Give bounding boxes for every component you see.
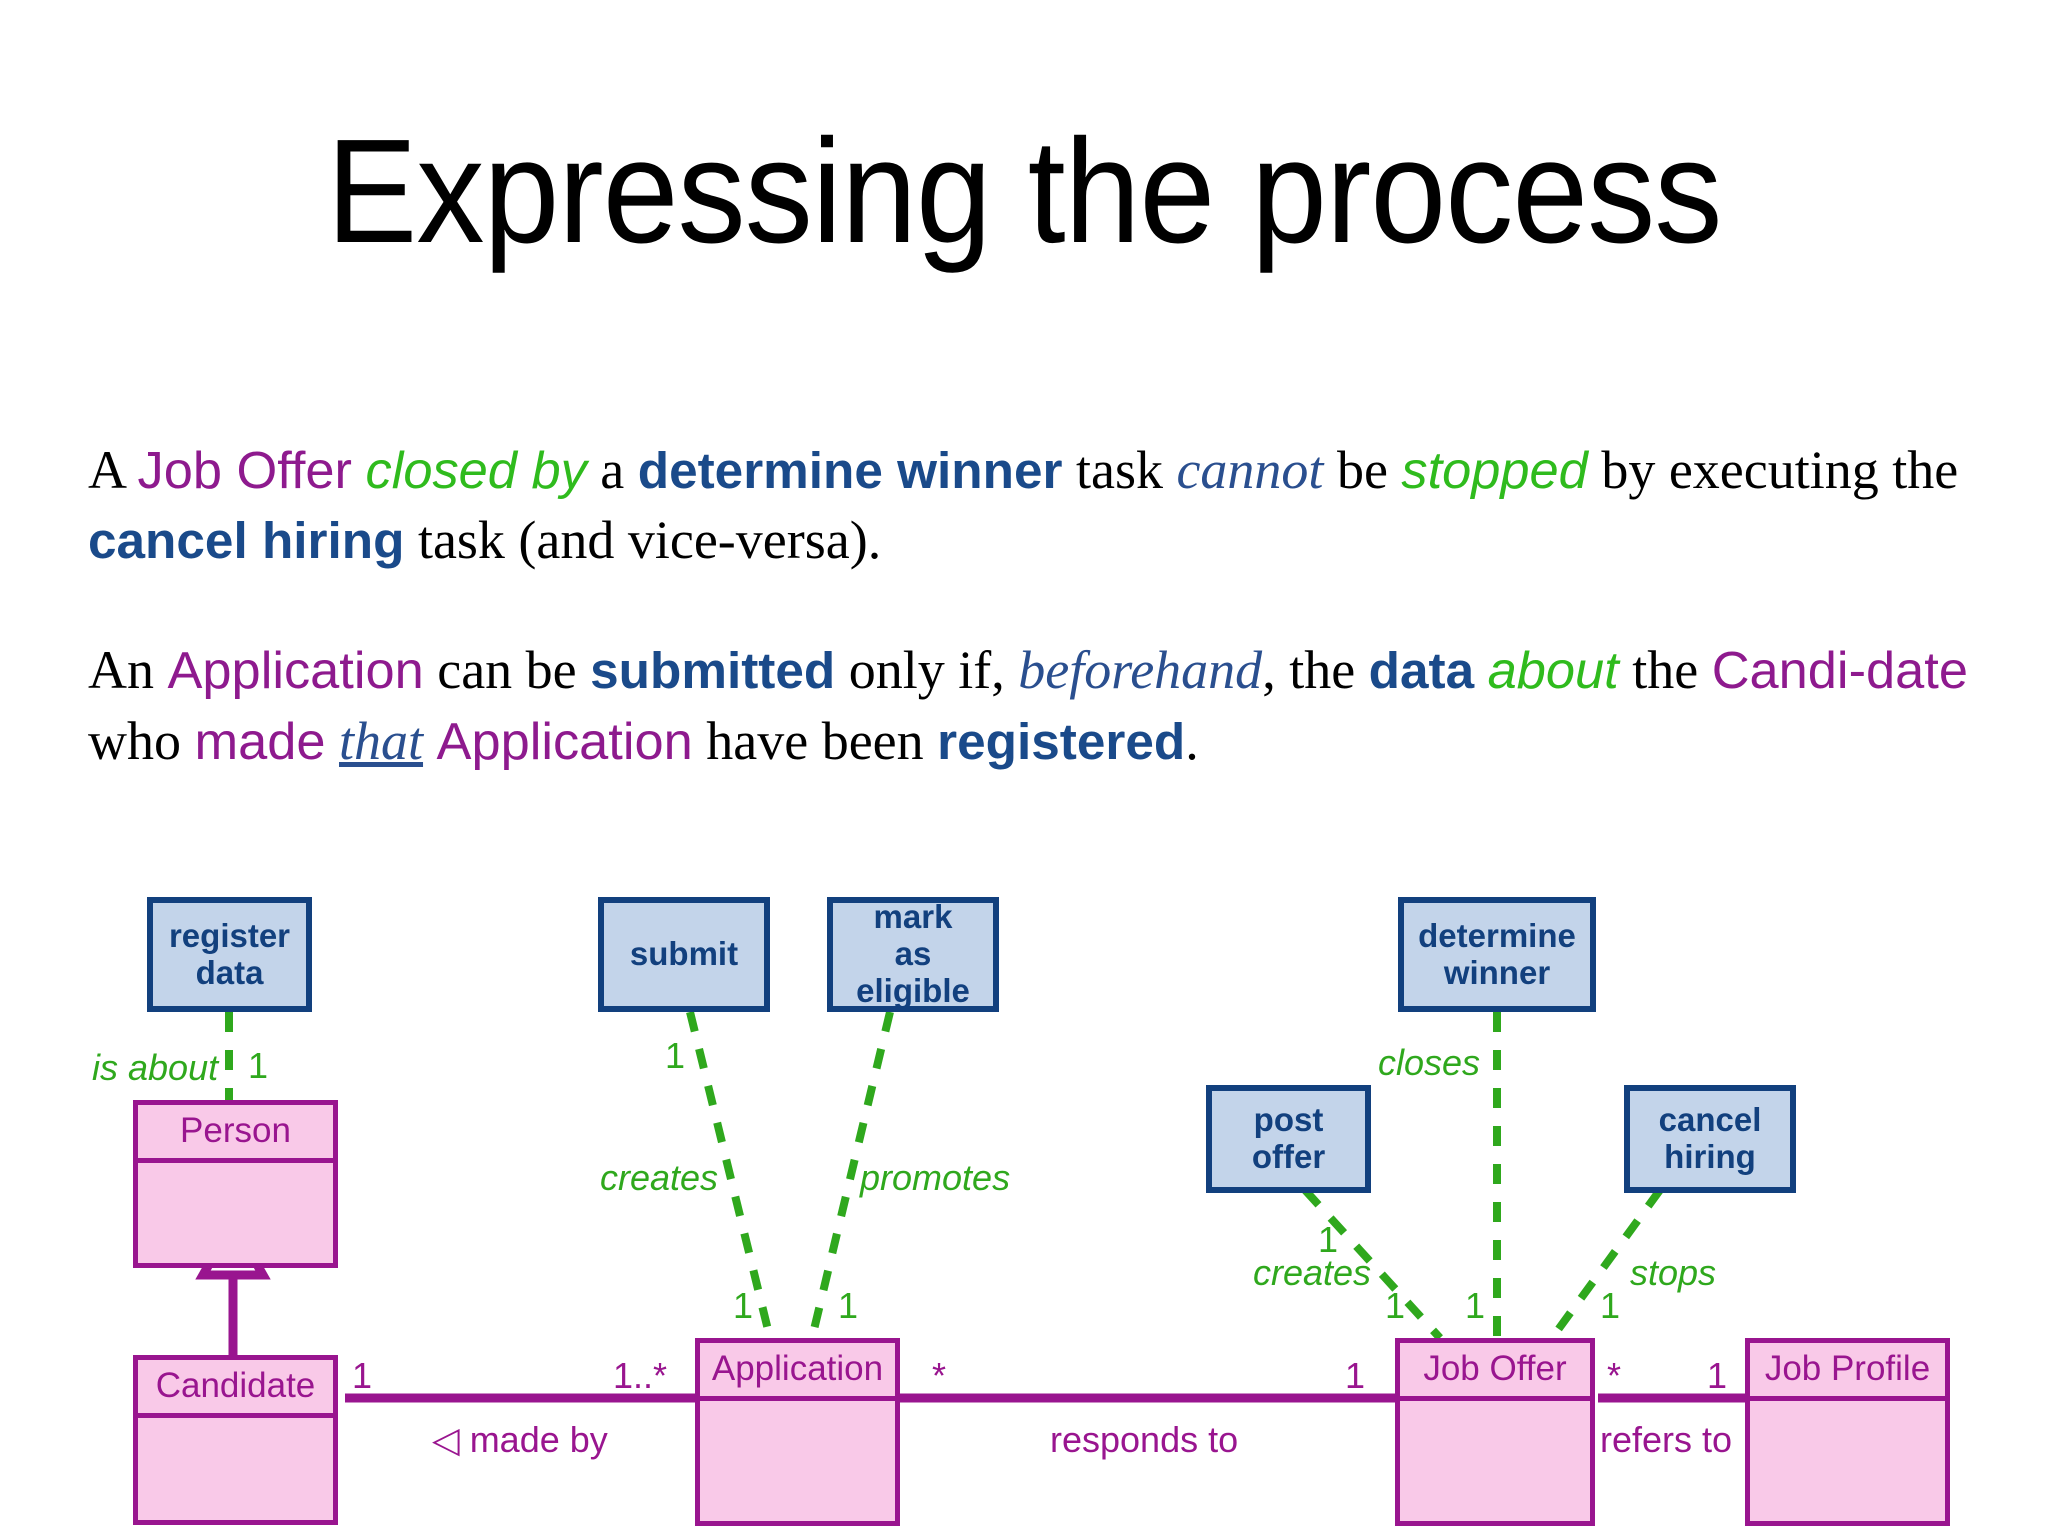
multiplicity-application-made-by: 1..* bbox=[613, 1355, 668, 1396]
dependency-label-is-about: is about bbox=[92, 1047, 219, 1088]
paragraph-1: A Job Offer closed by a determine winner… bbox=[88, 435, 1988, 575]
text-run-application: Application bbox=[167, 642, 424, 701]
class-box-person[interactable]: Person bbox=[133, 1100, 338, 1268]
text-run-registered: registered bbox=[937, 712, 1186, 770]
text-run-submitted: submitted bbox=[590, 642, 836, 700]
class-name-label: Candidate bbox=[138, 1360, 333, 1418]
multiplicity-joboffer-refers-to: * bbox=[1607, 1355, 1622, 1396]
dependency-creates-1 bbox=[686, 1011, 774, 1339]
text-run: only if, bbox=[835, 640, 1019, 701]
multiplicity-candidate-made-by: 1 bbox=[352, 1355, 373, 1396]
text-run: An bbox=[88, 640, 168, 701]
multiplicity-postoffer-bottom: 1 bbox=[1385, 1285, 1406, 1326]
class-attributes-compartment bbox=[1750, 1401, 1945, 1521]
dependency-label-closes: closes bbox=[1378, 1042, 1481, 1083]
page-title: Expressing the process bbox=[326, 109, 1722, 274]
text-run: have been bbox=[692, 710, 938, 771]
body-text: A Job Offer closed by a determine winner… bbox=[88, 435, 1988, 776]
text-run-cannot: cannot bbox=[1176, 440, 1324, 500]
text-run: a bbox=[586, 440, 638, 500]
class-name-label: Job Profile bbox=[1750, 1343, 1945, 1401]
dependency-label-creates-1: creates bbox=[600, 1157, 719, 1198]
multiplicity-stops-bottom: 1 bbox=[1600, 1285, 1621, 1326]
class-name-label: Person bbox=[138, 1105, 333, 1163]
dependency-label-promotes: promotes bbox=[860, 1157, 1011, 1198]
association-label-responds-to: responds to bbox=[1050, 1419, 1239, 1460]
dependency-label-stops: stops bbox=[1630, 1252, 1717, 1293]
text-run-cancel-hiring: cancel hiring bbox=[88, 512, 405, 570]
text-run: task (and vice-versa). bbox=[404, 510, 882, 571]
text-run-that: that bbox=[339, 710, 424, 771]
class-attributes-compartment bbox=[700, 1401, 895, 1521]
class-box-application[interactable]: Application bbox=[695, 1338, 900, 1526]
text-run-closed-by: closed by bbox=[365, 442, 587, 500]
text-run-candidate: Candi-date bbox=[1711, 642, 1968, 701]
multiplicity-postoffer-top: 1 bbox=[1318, 1219, 1339, 1260]
text-run: who bbox=[88, 710, 195, 771]
class-box-job-profile[interactable]: Job Profile bbox=[1745, 1338, 1950, 1526]
multiplicity-mark-bottom: 1 bbox=[838, 1285, 859, 1326]
paragraph-2: An Application can be submitted only if,… bbox=[88, 635, 1988, 775]
text-run: , the bbox=[1262, 640, 1369, 701]
class-attributes-compartment bbox=[1400, 1401, 1590, 1521]
text-run: the bbox=[1618, 640, 1712, 701]
multiplicity-submit-bottom: 1 bbox=[733, 1285, 754, 1326]
dependency-label-creates-2: creates bbox=[1253, 1252, 1372, 1293]
class-attributes-compartment bbox=[138, 1163, 333, 1263]
text-run: by executing the bbox=[1587, 440, 1959, 500]
task-label: submit bbox=[629, 935, 739, 973]
text-run-determine-winner: determine winner bbox=[637, 442, 1063, 499]
class-box-job-offer[interactable]: Job Offer bbox=[1395, 1338, 1595, 1526]
multiplicity-is-about-bottom: 1 bbox=[248, 1045, 269, 1086]
multiplicity-closes-bottom: 1 bbox=[1465, 1285, 1486, 1326]
dependency-creates-2 bbox=[1302, 1187, 1443, 1341]
text-run: can be bbox=[423, 640, 591, 701]
text-run-job-offer: Job Offer bbox=[137, 442, 352, 500]
text-run-stopped: stopped bbox=[1401, 442, 1588, 500]
text-run-application: Application bbox=[436, 712, 693, 771]
dependency-promotes bbox=[808, 1011, 894, 1339]
class-name-label: Job Offer bbox=[1400, 1343, 1590, 1401]
multiplicity-submit-top: 1 bbox=[665, 1035, 686, 1076]
text-run-made: made bbox=[194, 712, 326, 771]
class-name-label: Application bbox=[700, 1343, 895, 1401]
class-box-candidate[interactable]: Candidate bbox=[133, 1355, 338, 1525]
task-box-submit[interactable]: submit bbox=[598, 897, 770, 1012]
multiplicity-jobprofile-refers-to: 1 bbox=[1707, 1355, 1728, 1396]
text-run: be bbox=[1323, 440, 1402, 500]
association-label-refers-to: refers to bbox=[1600, 1419, 1733, 1460]
text-run: task bbox=[1062, 440, 1177, 500]
text-run-beforehand: beforehand bbox=[1018, 640, 1263, 701]
text-run-about: about bbox=[1487, 642, 1619, 701]
text-run: . bbox=[1185, 710, 1199, 771]
association-label-made-by: ◁ made by bbox=[432, 1419, 608, 1460]
class-attributes-compartment bbox=[138, 1418, 333, 1520]
text-run: A bbox=[88, 440, 138, 500]
dependency-stops bbox=[1548, 1187, 1664, 1341]
multiplicity-application-responds-to: * bbox=[932, 1355, 947, 1396]
text-run-data: data bbox=[1368, 642, 1475, 700]
multiplicity-joboffer-responds-to: 1 bbox=[1345, 1355, 1366, 1396]
